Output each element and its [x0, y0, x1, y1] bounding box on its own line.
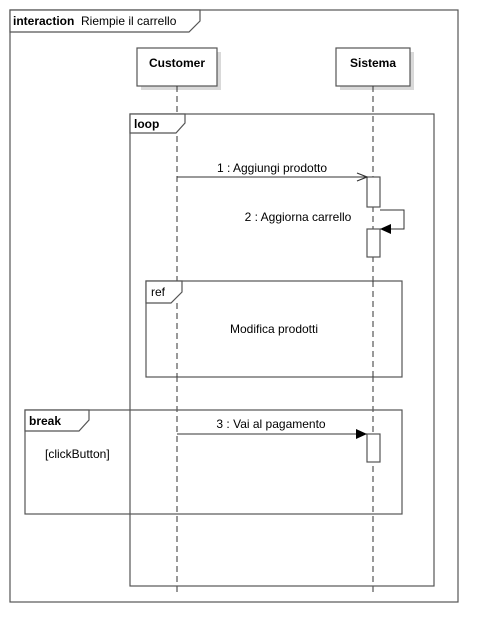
break-keyword: break: [29, 414, 61, 428]
interaction-keyword: interaction: [13, 14, 74, 28]
message-3-label: 3 : Vai al pagamento: [216, 417, 326, 431]
loop-keyword: loop: [134, 117, 159, 131]
ref-fragment: ref Modifica prodotti: [145, 280, 403, 378]
participant-system: Sistema: [335, 47, 414, 90]
message-2-label: 2 : Aggiorna carrello: [245, 210, 352, 224]
message-3: 3 : Vai al pagamento: [177, 417, 367, 439]
message-2-arrow: [380, 209, 405, 234]
activation-bar: [366, 228, 381, 258]
message-2: 2 : Aggiorna carrello: [245, 209, 405, 234]
customer-label: Customer: [149, 56, 205, 70]
message-1-label: 1 : Aggiungi prodotto: [217, 161, 327, 175]
activation-bar: [366, 433, 381, 463]
ref-keyword: ref: [151, 285, 166, 299]
break-guard: [clickButton]: [45, 447, 110, 461]
ref-text: Modifica prodotti: [230, 322, 318, 336]
interaction-title: Riempie il carrello: [81, 14, 177, 28]
participant-customer: Customer: [136, 47, 221, 90]
system-label: Sistema: [350, 56, 396, 70]
message-1: 1 : Aggiungi prodotto: [177, 161, 367, 177]
interaction-frame: interaction Riempie il carrello: [9, 9, 459, 603]
loop-fragment: loop: [129, 113, 435, 587]
activation-bar: [366, 176, 381, 208]
break-fragment: break [clickButton]: [24, 409, 403, 515]
